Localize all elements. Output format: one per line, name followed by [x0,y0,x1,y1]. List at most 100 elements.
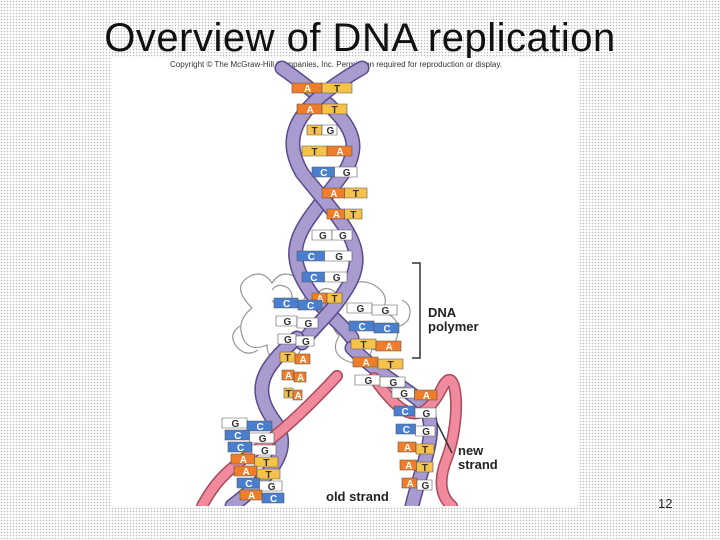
lower-right-base-right [415,443,435,455]
lower-right-base-letter: A [405,461,412,472]
fork-left-base-letter: A [300,355,307,366]
lower-right-base-right [414,389,438,401]
lower-left-base-letter: A [248,491,255,502]
top-base-right [334,166,358,178]
lower-right-base-right [415,425,436,437]
top-base-letter: A [330,189,337,200]
top-base-right [344,187,368,199]
lower-right-base-letter: A [423,391,430,402]
dna-polymerase-label-line2: polymer [428,319,479,334]
top-base-right [326,292,343,304]
lower-left-base-letter: C [234,431,241,442]
fork-left-base-letter: G [284,335,292,346]
top-base-letter: G [319,231,327,242]
fork-right-base-right [371,304,398,316]
top-base-right [321,82,353,94]
top-base-letter: G [333,273,341,284]
top-base-letter: T [353,189,359,200]
fork-right-base-letter: G [365,376,373,387]
top-base-letter: A [317,294,324,305]
lower-left-base-right [251,444,277,456]
lower-right-base-letter: T [422,463,428,474]
top-base-letter: T [332,294,338,305]
top-base-right [324,250,353,262]
top-base-letter: T [312,126,318,137]
lower-right-base-right [416,479,433,491]
lower-left-base-letter: A [243,467,250,478]
fork-left-base-right [293,371,307,383]
lower-left-base-letter: C [245,479,252,490]
lower-left-base-letter: T [266,470,272,481]
fork-right-base-letter: A [386,342,393,353]
fork-right-base-letter: T [388,360,394,371]
fork-left-base-letter: T [286,389,292,400]
lower-left-base-letter: A [240,455,247,466]
new-strand-label-line2: strand [458,457,498,472]
new-strand-label-line1: new [458,443,484,458]
lower-left-base-letter: G [268,482,276,493]
lower-left-base-right [249,432,275,444]
fork-right-base-right [373,322,400,334]
new-strand-label: new strand [458,444,498,472]
lower-left-base-letter: C [237,443,244,454]
lower-left-base-letter: C [257,422,264,433]
top-base-right [331,229,353,241]
fork-left-base-right [292,389,303,401]
top-base-letter: G [339,231,347,242]
fork-left-base-letter: A [295,391,302,402]
lower-right-base-letter: C [402,407,409,418]
top-base-letter: A [307,105,314,116]
lower-right-base-letter: G [422,481,430,492]
lower-right-base-letter: T [422,445,428,456]
lower-left-base-letter: G [261,446,269,457]
fork-right-base-letter: C [359,322,366,333]
lower-right-base-right [414,407,437,419]
top-base-letter: C [320,168,327,179]
lower-right-base-letter: G [423,409,431,420]
fork-left-base-letter: A [285,371,292,382]
fork-right-base-letter: C [384,324,391,335]
fork-left-base-letter: G [305,319,313,330]
lower-right-base-letter: A [404,443,411,454]
dna-replication-figure: Copyright © The McGraw-Hill Companies, I… [112,58,578,506]
fork-right-base-letter: A [363,358,370,369]
page-number: 12 [658,496,673,511]
top-base-letter: G [343,168,351,179]
lower-left-base-letter: T [263,458,269,469]
top-base-letter: G [327,126,335,137]
fork-right-base-letter: G [390,378,398,389]
fork-left-base-letter: C [307,301,314,312]
slide-title: Overview of DNA replication [104,16,616,60]
lower-right-base-letter: G [400,389,408,400]
fork-right-base-letter: G [382,306,390,317]
fork-left-base-letter: A [297,373,304,384]
fork-right-base-right [377,358,404,370]
fork-right-base-letter: T [361,340,367,351]
lower-left-base-right [254,456,279,468]
fork-left-base-right [297,299,323,311]
top-base-letter: C [310,273,317,284]
